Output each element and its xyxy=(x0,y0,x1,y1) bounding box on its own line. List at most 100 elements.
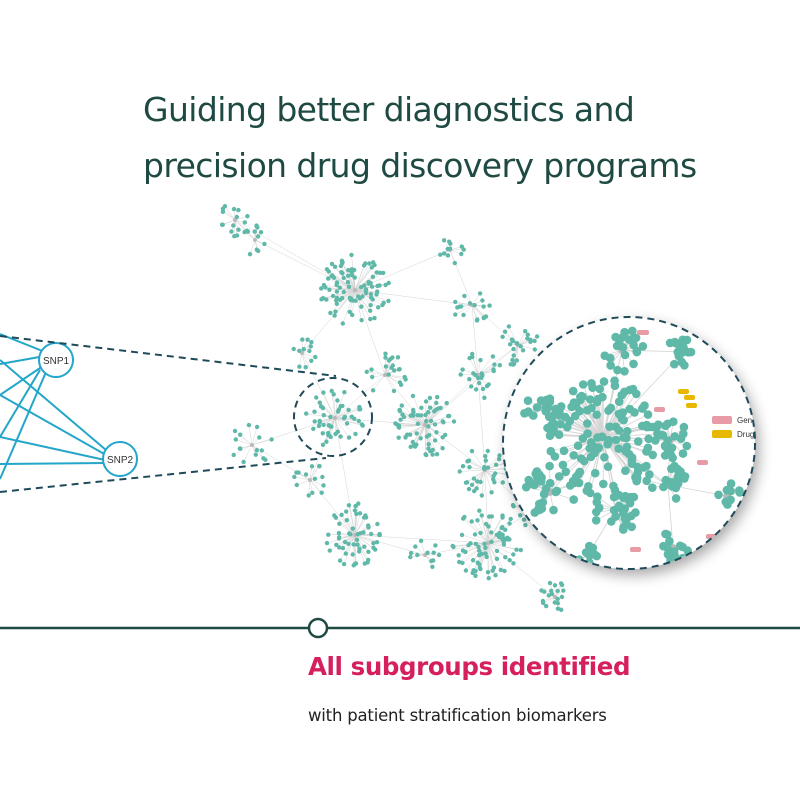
main-node xyxy=(345,273,351,278)
main-node xyxy=(262,241,267,247)
zoom-node xyxy=(665,536,674,546)
zoom-node xyxy=(611,435,621,445)
main-node xyxy=(428,418,434,424)
main-node xyxy=(349,414,354,419)
main-node xyxy=(350,526,355,531)
main-node xyxy=(418,413,424,418)
main-node xyxy=(547,580,553,586)
main-node xyxy=(390,355,395,360)
main-node xyxy=(523,329,528,334)
main-node xyxy=(370,374,375,380)
main-node xyxy=(462,514,467,520)
main-node xyxy=(501,542,507,547)
zoom-node xyxy=(622,442,632,452)
main-node xyxy=(344,421,350,426)
main-network-nodes xyxy=(219,204,566,612)
main-node xyxy=(453,312,458,317)
main-node xyxy=(231,452,236,458)
zoom-node xyxy=(600,453,609,462)
main-node xyxy=(462,293,467,299)
timeline xyxy=(0,617,800,639)
main-node xyxy=(485,570,491,575)
main-node xyxy=(304,411,309,416)
main-node xyxy=(339,512,344,517)
main-node xyxy=(364,369,369,374)
main-node xyxy=(541,600,546,606)
zoom-node xyxy=(537,504,547,513)
main-node xyxy=(485,448,490,454)
main-node xyxy=(486,382,491,387)
zoom-node xyxy=(590,468,600,478)
main-node xyxy=(368,280,373,286)
main-node xyxy=(494,556,500,561)
main-node xyxy=(472,532,478,537)
main-node xyxy=(532,338,537,344)
main-node xyxy=(436,552,442,558)
main-node xyxy=(359,318,364,323)
main-node xyxy=(433,543,438,548)
main-node xyxy=(341,275,346,281)
main-node xyxy=(491,565,497,570)
main-node xyxy=(514,358,519,363)
main-node xyxy=(493,573,498,578)
main-node xyxy=(418,436,423,441)
main-node xyxy=(483,521,489,527)
zoom-node xyxy=(587,403,596,413)
main-node xyxy=(432,438,438,443)
main-node xyxy=(368,316,373,322)
main-node xyxy=(429,558,434,564)
zoom-node xyxy=(643,410,653,419)
main-node xyxy=(346,503,352,508)
zoom-node xyxy=(523,396,533,406)
main-node xyxy=(500,480,505,485)
main-node xyxy=(342,539,348,545)
zoom-node xyxy=(682,335,692,345)
main-node xyxy=(410,412,415,417)
drug-legend-swatch xyxy=(712,430,732,438)
main-node xyxy=(247,252,253,257)
main-node xyxy=(498,567,503,573)
zoom-node xyxy=(735,486,744,495)
zoom-node xyxy=(675,541,685,551)
main-node xyxy=(242,220,247,225)
main-node xyxy=(355,532,360,537)
main-node xyxy=(401,414,407,420)
main-node xyxy=(337,285,342,290)
main-node xyxy=(320,442,326,447)
main-node xyxy=(353,503,358,509)
main-node xyxy=(511,346,516,352)
main-node xyxy=(343,551,348,556)
main-node xyxy=(396,435,401,440)
main-node xyxy=(491,367,496,372)
zoom-node xyxy=(548,411,557,421)
main-node xyxy=(319,286,324,291)
main-node xyxy=(335,429,340,434)
zoom-node xyxy=(614,426,624,435)
zoom-node xyxy=(569,451,578,460)
zoom-node xyxy=(625,335,634,345)
main-node xyxy=(245,229,251,234)
main-node xyxy=(258,230,264,235)
main-node xyxy=(359,304,364,309)
zoom-node xyxy=(619,433,628,442)
main-node xyxy=(241,459,246,465)
main-node xyxy=(321,390,326,395)
main-node xyxy=(466,458,472,463)
main-node xyxy=(269,437,274,442)
milestone-title: All subgroups identified xyxy=(308,652,631,681)
main-node xyxy=(481,304,486,309)
main-node xyxy=(332,264,338,269)
main-node xyxy=(237,446,242,451)
main-node xyxy=(312,409,317,414)
zoom-node xyxy=(619,525,628,534)
main-node xyxy=(460,560,465,566)
main-node xyxy=(458,372,463,377)
main-node xyxy=(494,548,500,554)
zoom-node xyxy=(679,342,688,352)
main-node xyxy=(477,291,483,296)
main-node xyxy=(300,337,305,342)
main-node xyxy=(352,275,357,280)
zoom-node xyxy=(554,472,564,481)
main-node xyxy=(257,435,262,440)
main-node xyxy=(459,304,464,309)
